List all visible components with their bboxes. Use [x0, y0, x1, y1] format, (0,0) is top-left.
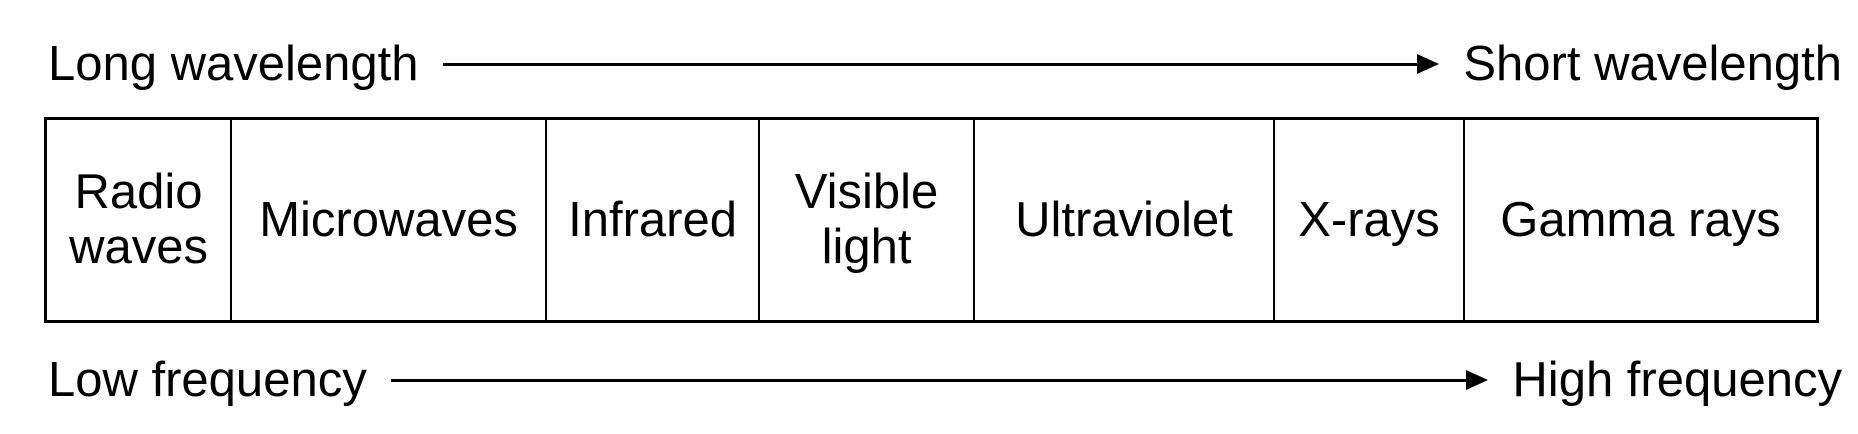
- long-wavelength-label: Long wavelength: [48, 36, 419, 91]
- spectrum-band-gamma-rays: Gamma rays: [1465, 120, 1816, 320]
- right-arrow-icon: [442, 54, 1440, 74]
- frequency-axis: Low frequency High frequency: [48, 348, 1842, 412]
- band-label: Radio waves: [69, 165, 208, 274]
- high-frequency-label: High frequency: [1512, 352, 1842, 407]
- band-label: Visible light: [794, 165, 939, 274]
- band-label: X-rays: [1298, 192, 1440, 247]
- spectrum-band-radio-waves: Radio waves: [47, 120, 233, 320]
- band-label: Ultraviolet: [1015, 192, 1233, 247]
- low-frequency-label: Low frequency: [48, 352, 367, 407]
- spectrum-band-x-rays: X-rays: [1275, 120, 1465, 320]
- wavelength-axis: Long wavelength Short wavelength: [48, 32, 1842, 96]
- right-arrow-icon: [390, 370, 1489, 390]
- spectrum-band-infrared: Infrared: [547, 120, 761, 320]
- band-label: Infrared: [568, 192, 737, 247]
- spectrum-band-microwaves: Microwaves: [232, 120, 548, 320]
- short-wavelength-label: Short wavelength: [1463, 36, 1842, 91]
- spectrum-band-ultraviolet: Ultraviolet: [975, 120, 1275, 320]
- spectrum-band-visible-light: Visible light: [760, 120, 975, 320]
- band-label: Microwaves: [259, 192, 518, 247]
- spectrum-band-table: Radio waves Microwaves Infrared Visible …: [44, 117, 1819, 323]
- band-label: Gamma rays: [1500, 192, 1781, 247]
